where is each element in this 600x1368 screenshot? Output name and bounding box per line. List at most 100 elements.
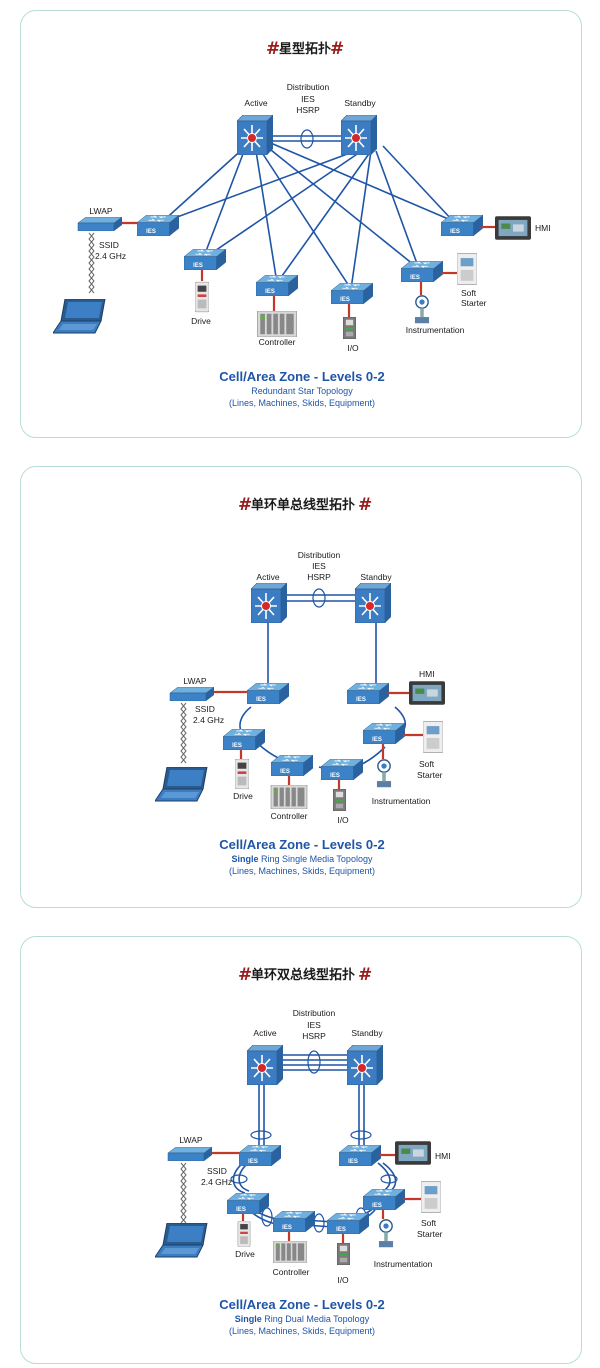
- controller-label: Controller: [271, 811, 308, 821]
- svg-text:#: #: [238, 965, 252, 985]
- ies-switch-icon: [401, 261, 443, 282]
- ies-switch-icon: [239, 1145, 281, 1166]
- ies-label: IES: [307, 1020, 321, 1030]
- ies-switch-icon: [347, 683, 389, 704]
- ssid-label: SSID: [207, 1166, 227, 1176]
- star-links: [160, 135, 454, 290]
- svg-text:IES: IES: [336, 1227, 346, 1233]
- svg-text:IES: IES: [330, 773, 340, 779]
- standby-distribution-router-icon: [347, 1045, 383, 1085]
- drive-label: Drive: [191, 316, 211, 326]
- ies-switch-icon: [137, 215, 179, 236]
- lwap-label: LWAP: [179, 1135, 202, 1145]
- ssid-label: SSID: [195, 704, 215, 714]
- active-distribution-router-icon: [247, 1045, 283, 1085]
- svg-text:IES: IES: [356, 697, 366, 703]
- star-topology-panel: # 星型拓扑 # Distribution IES HSRP Active St…: [20, 10, 582, 438]
- controller-icon: [273, 1241, 307, 1263]
- ies-switch-icon: [441, 215, 483, 236]
- hsrp-label: HSRP: [296, 105, 320, 115]
- instrumentation-label: Instrumentation: [374, 1259, 433, 1269]
- standby-distribution-router-icon: [355, 583, 391, 623]
- ies-switch-icon: [363, 1189, 405, 1210]
- ssid-label: SSID: [99, 240, 119, 250]
- zone-title: Cell/Area Zone - Levels 0-2: [219, 369, 384, 384]
- starter-label: Starter: [417, 1229, 443, 1239]
- ies-switch-icon: [256, 275, 298, 296]
- panel-title: 星型拓扑: [279, 41, 331, 57]
- zone-title: Cell/Area Zone - Levels 0-2: [219, 1297, 384, 1312]
- panel-title: 单环单总线型拓扑: [251, 497, 355, 513]
- svg-text:IES: IES: [348, 1159, 358, 1165]
- ies-switch-icon: [247, 683, 289, 704]
- ies-switch-icon: [271, 755, 313, 776]
- lwap-icon: [167, 1147, 213, 1161]
- ies-switch-icon: [331, 283, 373, 304]
- distribution-label: Distribution: [298, 550, 341, 560]
- svg-text:#: #: [330, 39, 344, 59]
- svg-text:IES: IES: [410, 275, 420, 281]
- hsrp-link-ring: [300, 129, 314, 149]
- topology-subtitle: Single Ring Single Media Topology: [232, 854, 373, 864]
- drive-label: Drive: [233, 791, 253, 801]
- active-distribution-router-icon: [251, 583, 287, 623]
- laptop-icon: [53, 299, 106, 334]
- ies-label: IES: [301, 94, 315, 104]
- instrumentation-icon: [376, 759, 392, 788]
- io-label: I/O: [347, 343, 359, 353]
- svg-text:IES: IES: [193, 263, 203, 269]
- lwap-label: LWAP: [183, 676, 206, 686]
- drive-icon: [195, 281, 209, 313]
- ghz-label: 2.4 GHz: [193, 715, 224, 725]
- soft-starter-icon: [457, 253, 477, 285]
- svg-text:IES: IES: [236, 1207, 246, 1213]
- lwap-icon: [77, 217, 123, 231]
- io-label: I/O: [337, 815, 349, 825]
- io-module-icon: [333, 789, 346, 811]
- starter-label: Starter: [417, 770, 443, 780]
- svg-text:IES: IES: [450, 229, 460, 235]
- ies-switch-icon: [363, 723, 405, 744]
- hmi-panel-icon: [495, 216, 531, 240]
- io-label: I/O: [337, 1275, 349, 1285]
- svg-text:#: #: [358, 495, 372, 515]
- svg-text:IES: IES: [340, 297, 350, 303]
- active-label: Active: [256, 572, 279, 582]
- svg-text:IES: IES: [372, 1203, 382, 1209]
- hmi-label: HMI: [435, 1151, 451, 1161]
- topology-subtitle: Single Ring Dual Media Topology: [235, 1314, 370, 1324]
- ghz-label: 2.4 GHz: [95, 251, 126, 261]
- soft-starter-icon: [421, 1181, 441, 1213]
- svg-text:IES: IES: [146, 229, 156, 235]
- active-distribution-router-icon: [237, 115, 273, 155]
- distribution-label: Distribution: [293, 1008, 336, 1018]
- single-ring-dual-media-diagram: # 单环双总线型拓扑 # Distribution IES HSRP Activ…: [155, 965, 451, 1336]
- soft-label: Soft: [419, 759, 435, 769]
- single-ring-single-media-panel: # 单环单总线型拓扑 # Distribution IES HSRP Activ…: [20, 466, 582, 908]
- hsrp-link-ring: [312, 588, 326, 608]
- svg-text:IES: IES: [256, 697, 266, 703]
- topology-subtitle: Redundant Star Topology: [251, 386, 353, 396]
- drive-icon: [237, 1221, 251, 1247]
- wireless-signal-icon: [180, 1162, 187, 1224]
- standby-label: Standby: [344, 98, 376, 108]
- svg-text:#: #: [266, 39, 280, 59]
- soft-label: Soft: [421, 1218, 437, 1228]
- svg-text:IES: IES: [372, 737, 382, 743]
- ies-switch-icon: [339, 1145, 381, 1166]
- svg-text:IES: IES: [232, 743, 242, 749]
- standby-label: Standby: [351, 1028, 383, 1038]
- controller-icon: [270, 785, 308, 809]
- svg-text:IES: IES: [265, 289, 275, 295]
- io-module-icon: [337, 1243, 350, 1265]
- active-label: Active: [244, 98, 267, 108]
- instrumentation-icon: [414, 295, 430, 324]
- hmi-panel-icon: [395, 1141, 431, 1165]
- ies-switch-icon: [223, 729, 265, 750]
- scope-subtitle: (Lines, Machines, Skids, Equipment): [229, 866, 375, 876]
- io-module-icon: [343, 317, 356, 339]
- instrumentation-icon: [378, 1219, 394, 1248]
- scope-subtitle: (Lines, Machines, Skids, Equipment): [229, 1326, 375, 1336]
- standby-distribution-router-icon: [341, 115, 377, 155]
- instrumentation-label: Instrumentation: [372, 796, 431, 806]
